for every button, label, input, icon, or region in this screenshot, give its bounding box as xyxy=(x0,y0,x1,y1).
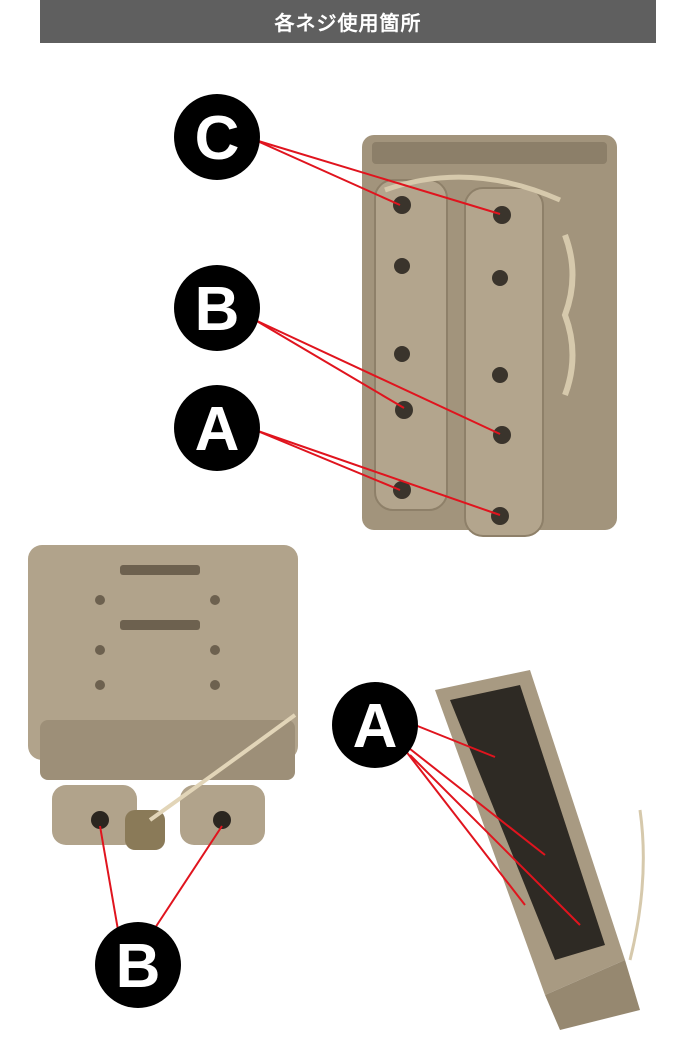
badge-c-top: C xyxy=(174,94,260,180)
badge-a-bottom: A xyxy=(332,682,418,768)
header-title: 各ネジ使用箇所 xyxy=(274,11,422,35)
svg-text:B: B xyxy=(116,932,161,1001)
svg-text:B: B xyxy=(195,275,240,344)
pointer-lines xyxy=(99,139,581,931)
svg-text:A: A xyxy=(195,395,240,464)
badge-b-bottom: B xyxy=(95,922,181,1008)
badge-b-top: B xyxy=(174,265,260,351)
badge-a-top: A xyxy=(174,385,260,471)
svg-text:A: A xyxy=(353,692,398,761)
product-top-view xyxy=(362,135,617,537)
product-front-view xyxy=(28,545,298,850)
section-header: 各ネジ使用箇所 xyxy=(40,0,656,43)
svg-text:C: C xyxy=(195,104,240,173)
